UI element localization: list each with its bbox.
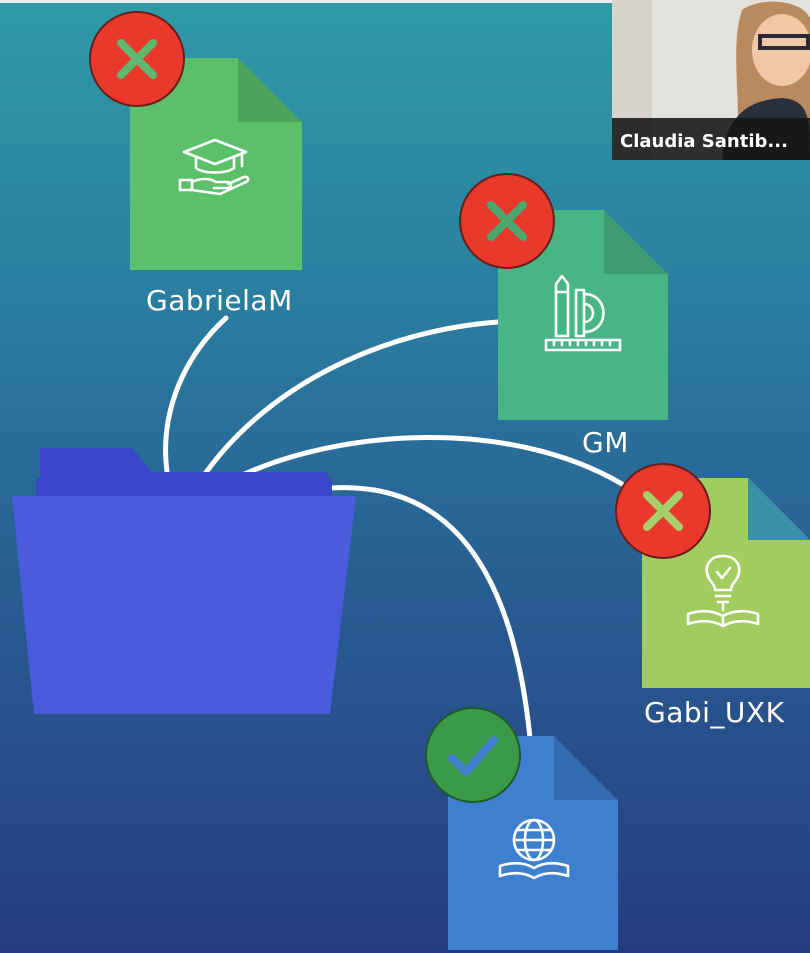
participant-name: Claudia Santib... [620, 131, 788, 152]
file-label-gm: GM [582, 426, 629, 459]
file-label-gabriela: GabrielaM [146, 284, 293, 317]
top-strip [0, 0, 810, 3]
reject-badge [88, 10, 186, 112]
file-gabriela[interactable] [130, 58, 302, 270]
globe-book-icon [498, 818, 570, 880]
lightbulb-book-icon [686, 554, 760, 628]
file-gm[interactable] [498, 210, 668, 420]
reject-badge [614, 462, 712, 564]
connector-gabriela [163, 315, 229, 481]
file-label-gabi-uxk: Gabi_UXK [644, 696, 785, 729]
participant-video-tile[interactable]: Claudia Santib... [612, 0, 810, 160]
folder-icon[interactable] [12, 448, 356, 720]
connector-gm [199, 319, 501, 481]
reject-badge [458, 172, 556, 274]
participant-name-bar [612, 118, 810, 160]
approve-badge [424, 706, 522, 808]
graduation-cap-hand-icon [178, 138, 250, 196]
checkmark-icon [448, 736, 498, 776]
ruler-pencil-protractor-icon [544, 274, 622, 352]
connector-gabi [233, 435, 625, 487]
connector-approved [327, 485, 533, 741]
